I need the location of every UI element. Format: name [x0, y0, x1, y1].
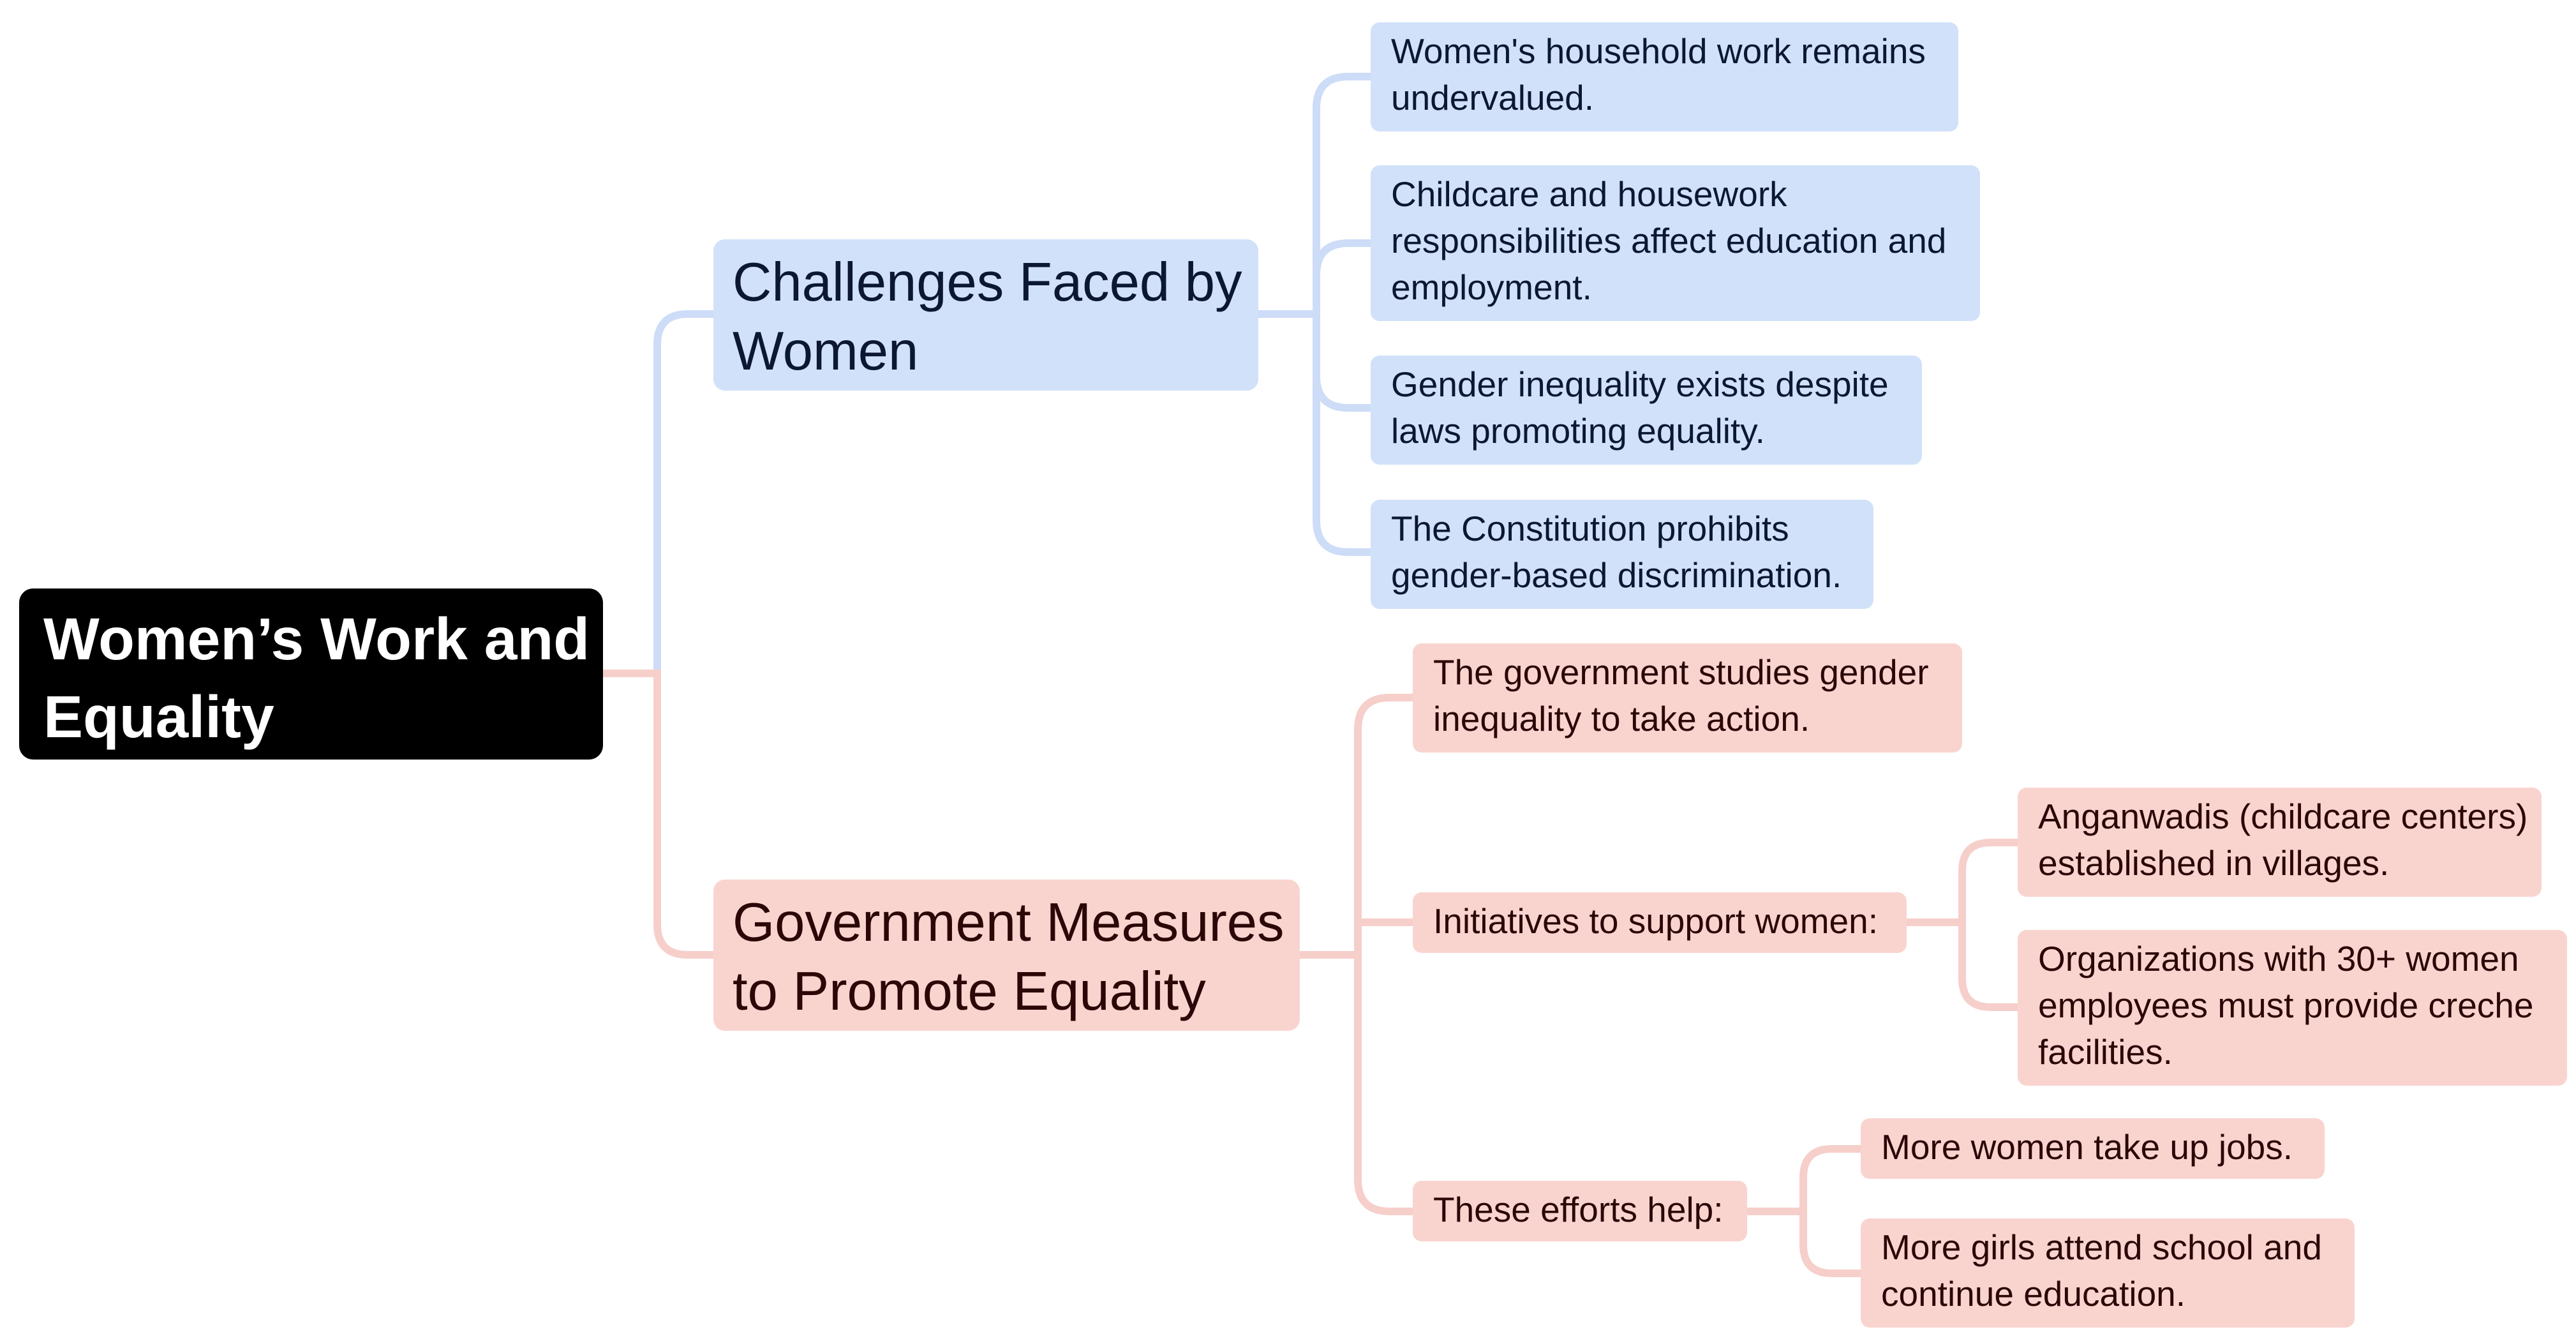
measures-item-1-line-1: The government studies gender [1433, 652, 1929, 692]
efforts-child-2-line-1: More girls attend school and [1881, 1227, 2322, 1267]
root-title-line-1: Women’s Work and [43, 606, 590, 672]
challenges-item-4-line-1: The Constitution prohibits [1391, 509, 1789, 548]
measures-item-initiatives[interactable]: Initiatives to support women: [1413, 892, 1907, 953]
connector-root-challenges [599, 310, 717, 677]
connector-challenges-item-4 [1254, 310, 1374, 556]
efforts-child-1[interactable]: More women take up jobs. [1861, 1118, 2325, 1179]
challenges-item-4-line-2: gender-based discrimination. [1391, 555, 1842, 595]
measures-item-efforts-label: These efforts help: [1433, 1190, 1724, 1229]
root-title-line-2: Equality [43, 684, 274, 750]
branch-measures-node[interactable]: Government Measures to Promote Equality [713, 880, 1300, 1031]
initiatives-child-1-line-1: Anganwadis (childcare centers) [2038, 797, 2528, 836]
measures-item-1-line-2: inequality to take action. [1433, 699, 1810, 738]
initiatives-child-1-line-2: established in villages. [2038, 843, 2390, 883]
connector-measures-item-2 [1296, 918, 1417, 959]
efforts-child-1-line-1: More women take up jobs. [1881, 1127, 2293, 1167]
connector-efforts-child-1 [1743, 1145, 1865, 1215]
initiatives-child-1[interactable]: Anganwadis (childcare centers) establish… [2018, 788, 2542, 897]
measures-item-efforts[interactable]: These efforts help: [1413, 1181, 1747, 1241]
measures-item-initiatives-label: Initiatives to support women: [1433, 901, 1879, 941]
branch-challenges-node[interactable]: Challenges Faced by Women [713, 239, 1258, 391]
measures-title-line-2: to Promote Equality [733, 961, 1206, 1022]
initiatives-child-2-line-1: Organizations with 30+ women [2038, 939, 2519, 978]
challenges-title-line-1: Challenges Faced by [733, 252, 1242, 313]
connector-initiatives-child-2 [1903, 918, 2021, 1011]
challenges-item-4[interactable]: The Constitution prohibits gender-based … [1371, 500, 1873, 609]
connector-root-measures [599, 670, 717, 959]
challenges-item-2[interactable]: Childcare and housework responsibilities… [1371, 165, 1980, 321]
challenges-item-2-line-3: employment. [1391, 267, 1592, 307]
connector-efforts-child-2 [1743, 1208, 1865, 1277]
connector-measures-item-1 [1296, 694, 1417, 959]
connector-challenges-item-1 [1254, 73, 1374, 318]
challenges-item-1-line-1: Women's household work remains [1391, 31, 1926, 71]
challenges-item-3[interactable]: Gender inequality exists despite laws pr… [1371, 356, 1922, 465]
initiatives-child-2-line-2: employees must provide creche [2038, 985, 2534, 1025]
challenges-item-1[interactable]: Women's household work remains undervalu… [1371, 22, 1958, 131]
challenges-item-3-line-2: laws promoting equality. [1391, 411, 1765, 451]
challenges-item-2-line-1: Childcare and housework [1391, 174, 1787, 214]
measures-title-line-1: Government Measures [733, 892, 1284, 953]
challenges-item-1-line-2: undervalued. [1391, 78, 1595, 117]
connector-measures-item-3 [1296, 951, 1417, 1215]
challenges-item-2-line-2: responsibilities affect education and [1391, 221, 1947, 260]
initiatives-child-2-line-3: facilities. [2038, 1032, 2173, 1072]
challenges-title-line-2: Women [733, 321, 919, 382]
measures-item-1[interactable]: The government studies gender inequality… [1413, 643, 1962, 753]
connector-initiatives-child-1 [1903, 839, 2021, 926]
challenges-item-3-line-1: Gender inequality exists despite [1391, 364, 1889, 404]
efforts-child-2[interactable]: More girls attend school and continue ed… [1861, 1218, 2355, 1328]
initiatives-child-2[interactable]: Organizations with 30+ women employees m… [2018, 930, 2567, 1086]
connector-challenges-item-2 [1254, 239, 1374, 318]
efforts-child-2-line-2: continue education. [1881, 1274, 2186, 1314]
root-node[interactable]: Women’s Work and Equality [19, 588, 603, 760]
